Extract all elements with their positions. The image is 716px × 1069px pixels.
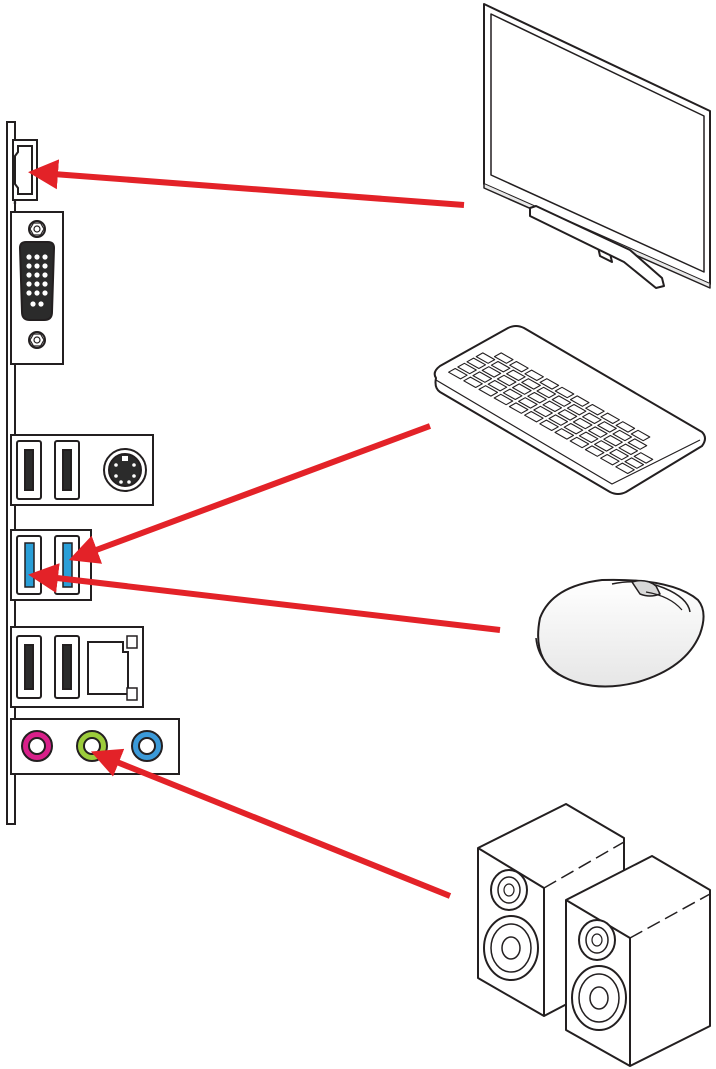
monitor-icon [484,4,710,288]
vga-connector [20,242,54,320]
vga-port [11,212,63,364]
mouse-icon [536,580,704,687]
keyboard-icon [435,326,705,494]
arrow-mouse-to-usb [40,576,500,630]
arrow-monitor-to-hdmi [40,173,464,205]
io-panel: ≡ [7,122,179,824]
usb3-block [11,530,91,600]
connection-arrows [40,173,500,896]
usb-lan-block [11,627,143,707]
audio-block [11,719,179,774]
lan-port [88,642,128,694]
hdmi-mark: ≡ [13,200,17,206]
arrow-speakers-to-audio [102,756,450,896]
hdmi-port: ≡ [13,140,37,206]
usb2-ps2-block [11,435,153,505]
speakers-icon [478,804,710,1066]
